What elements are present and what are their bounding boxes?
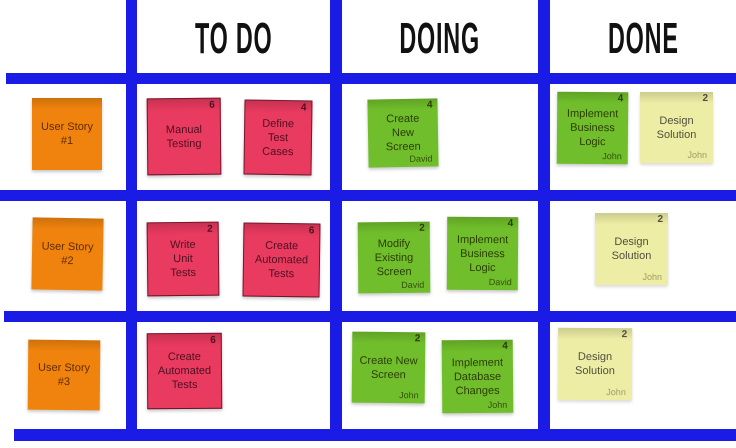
grid-hline-row2-3: [4, 311, 736, 322]
note-points: 6: [210, 334, 216, 346]
note-create-new-screen-2[interactable]: 2 Create New Screen John: [351, 331, 426, 404]
note-title: Implement Database Changes: [451, 356, 504, 397]
note-assignee: John: [399, 390, 419, 401]
note-manual-testing[interactable]: 6 Manual Testing: [146, 97, 222, 176]
note-user-story-3[interactable]: User Story #3: [27, 339, 101, 411]
note-create-automated-tests-1[interactable]: 6 Create Automated Tests: [242, 222, 321, 298]
note-title: Design Solution: [575, 350, 615, 378]
note-title: Manual Testing: [165, 123, 203, 150]
note-title: Design Solution: [656, 114, 697, 141]
grid-vline-1: [126, 0, 137, 441]
note-user-story-2[interactable]: User Story #2: [31, 217, 104, 291]
note-create-automated-tests-2[interactable]: 6 Create Automated Tests: [146, 332, 223, 410]
column-header-todo-label: TO DO: [194, 15, 273, 64]
grid-hline-header: [6, 73, 736, 84]
note-title: User Story #3: [38, 361, 91, 389]
grid-vline-2: [330, 0, 342, 441]
note-points: 2: [419, 222, 425, 234]
note-write-unit-tests[interactable]: 2 Write Unit Tests: [146, 221, 220, 297]
note-points: 6: [308, 225, 315, 237]
column-header-doing-label: DOING: [399, 15, 481, 64]
note-implement-database-changes[interactable]: 4 Implement Database Changes John: [441, 339, 514, 414]
column-header-done-label: DONE: [607, 15, 679, 64]
note-assignee: David: [488, 277, 512, 288]
note-points: 2: [657, 214, 663, 225]
note-title: Implement Business Logic: [566, 107, 619, 149]
column-header-todo: TO DO: [137, 12, 330, 68]
note-assignee: David: [401, 279, 425, 290]
note-points: 4: [300, 102, 307, 114]
note-title: Create Automated Tests: [157, 350, 212, 392]
note-assignee: John: [687, 150, 707, 160]
note-title: User Story #1: [41, 121, 93, 147]
note-title: Create Automated Tests: [254, 239, 309, 281]
note-title: Write Unit Tests: [170, 238, 197, 280]
note-assignee: John: [487, 399, 508, 410]
note-points: 2: [621, 329, 628, 341]
note-points: 2: [702, 93, 708, 104]
note-title: Define Test Cases: [262, 117, 295, 158]
column-header-done: DONE: [550, 12, 736, 68]
note-assignee: John: [642, 272, 662, 282]
grid-hline-row1-2: [0, 190, 736, 201]
note-user-story-1[interactable]: User Story #1: [32, 98, 102, 170]
note-points: 2: [414, 333, 421, 345]
note-design-solution-2[interactable]: 2 Design Solution John: [595, 213, 668, 285]
note-modify-existing-screen[interactable]: 2 Modify Existing Screen David: [357, 221, 431, 294]
note-title: Design Solution: [611, 236, 652, 262]
note-assignee: John: [602, 151, 622, 162]
note-title: Create New Screen: [385, 112, 421, 154]
grid-vline-3: [538, 0, 550, 441]
note-design-solution-3[interactable]: 2 Design Solution John: [557, 327, 633, 401]
note-points: 4: [426, 99, 433, 111]
grid-hline-bottom: [14, 429, 736, 441]
note-define-test-cases[interactable]: 4 Define Test Cases: [243, 99, 313, 176]
note-points: 6: [209, 99, 215, 111]
column-header-doing: DOING: [342, 12, 538, 68]
note-design-solution-1[interactable]: 2 Design Solution John: [640, 92, 713, 163]
note-points: 2: [207, 223, 213, 235]
note-points: 4: [507, 218, 514, 230]
note-implement-business-logic-1[interactable]: 4 Implement Business Logic John: [556, 91, 629, 165]
note-assignee: David: [409, 153, 433, 164]
note-points: 4: [502, 340, 508, 352]
note-title: Modify Existing Screen: [374, 237, 414, 278]
note-create-new-screen-1[interactable]: 4 Create New Screen David: [367, 98, 439, 168]
note-title: Implement Business Logic: [456, 233, 509, 274]
note-title: Create New Screen: [359, 354, 418, 381]
note-points: 4: [617, 93, 624, 105]
note-implement-business-logic-2[interactable]: 4 Implement Business Logic David: [446, 216, 519, 291]
note-assignee: John: [606, 387, 626, 398]
note-title: User Story #2: [41, 240, 94, 268]
